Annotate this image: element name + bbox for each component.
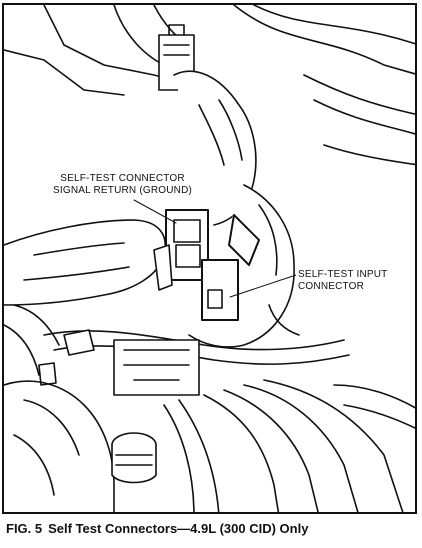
input-label-line1: SELF-TEST INPUT [298, 269, 388, 280]
relay-box [113, 339, 200, 396]
input-label-line2: CONNECTOR [298, 281, 365, 292]
engine-block [4, 380, 115, 512]
illustration-frame: SELF-TEST CONNECTOR SIGNAL RETURN (GROUN… [2, 3, 417, 514]
left-forearm [4, 219, 166, 306]
figure-number: FIG. 5 [6, 521, 43, 536]
ground-connector-label: SELF-TEST CONNECTOR SIGNAL RETURN (GROUN… [51, 173, 195, 197]
engine-bay-illustration [4, 5, 415, 512]
ground-label-line2: SIGNAL RETURN (GROUND) [53, 185, 193, 196]
figure-caption: FIG. 5 Self Test Connectors—4.9L (300 CID… [6, 521, 416, 537]
figure-title: Self Test Connectors—4.9L (300 CID) Only [48, 521, 309, 536]
input-leader [229, 274, 297, 298]
upper-bracket-edge [4, 49, 125, 96]
ground-label-line1: SELF-TEST CONNECTOR [60, 173, 185, 184]
lower-right-wires [203, 394, 280, 512]
input-connector-label: SELF-TEST INPUT CONNECTOR [296, 269, 390, 293]
tie-strap [63, 329, 95, 356]
ground-leader [133, 199, 177, 224]
upper-hose [233, 5, 415, 75]
